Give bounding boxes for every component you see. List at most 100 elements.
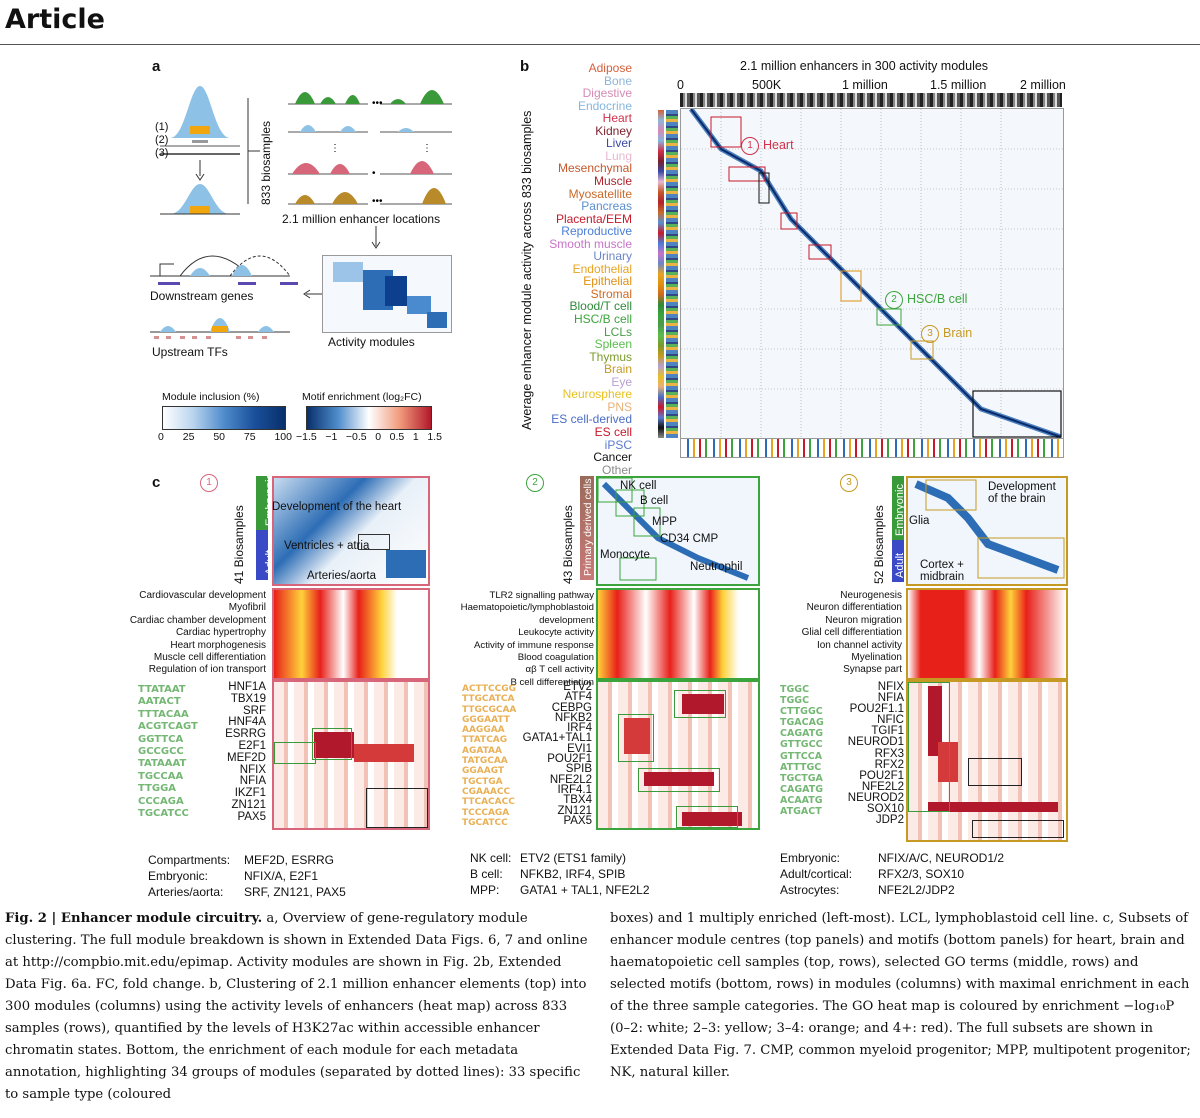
group-thymus: Thymus xyxy=(589,349,632,364)
x-tick-500k: 500K xyxy=(752,78,782,92)
group-urinary: Urinary xyxy=(593,249,632,264)
heart-motif-heatmap xyxy=(272,680,430,830)
cell xyxy=(972,820,1064,838)
heart-go-item: Muscle cell differentiation xyxy=(153,652,266,664)
brain-motif-item: NFIC xyxy=(877,714,904,727)
enhancer-count-strip xyxy=(680,93,1062,107)
group-pancreas: Pancreas xyxy=(581,199,632,214)
module-heatmap: 1 Heart 2 HSC/B cell 3 Brain xyxy=(680,108,1064,440)
upstream-tfs-label: Upstream TFs xyxy=(152,345,228,359)
heart-go-heatmap xyxy=(272,588,430,680)
heart-motif-item: TBX19 xyxy=(230,692,266,705)
heart-heatmap xyxy=(272,476,430,586)
cell xyxy=(682,812,742,826)
blood-go-item: Leukocyte activity xyxy=(518,627,594,639)
brain-go-item: Ion channel activity xyxy=(816,639,902,651)
svg-text:•••: ••• xyxy=(372,196,383,207)
brain-motif-item: JDP2 xyxy=(875,814,904,827)
panel-c-label: c xyxy=(152,474,161,491)
group-heart: Heart xyxy=(602,111,632,126)
summary-key: Arteries/aorta: xyxy=(148,885,224,899)
blood-motif-item: SPIB xyxy=(565,763,592,776)
brain-adult-band xyxy=(892,540,904,582)
heart-motif-item: NFIX xyxy=(239,763,266,776)
svg-text:•••: ••• xyxy=(372,98,383,109)
group-reproductive: Reproductive xyxy=(561,224,632,239)
group-brain: Brain xyxy=(603,362,632,377)
cell xyxy=(674,690,726,718)
heart-callout-dev: Development of the heart xyxy=(272,501,402,513)
panel-a-label: a xyxy=(152,58,161,75)
heart-motif-item: HNF1A xyxy=(228,681,266,693)
summary-key: Embryonic: xyxy=(148,869,209,883)
blood-go-item: αβ T cell activity xyxy=(525,664,594,676)
page-title: Article xyxy=(5,4,105,35)
marker-2: (2) xyxy=(155,134,169,146)
blood-go-item: TLR2 signalling pathway xyxy=(489,590,594,601)
cell xyxy=(908,682,950,812)
x-tick-0: 0 xyxy=(677,78,684,92)
heart-go-item: Cardiovascular development xyxy=(139,590,266,601)
summary-value: SRF, ZN121, PAX5 xyxy=(244,885,346,899)
cell xyxy=(682,694,724,714)
blood-go-item: Blood coagulation xyxy=(517,652,594,664)
blood-motif-item: ZN121 xyxy=(557,804,592,817)
blood-biosamples: 43 Biosamples xyxy=(561,505,575,584)
blood-callout-nk: NK cell xyxy=(620,480,657,492)
activity-modules-thumbnail xyxy=(322,255,452,333)
blood-motif-item: NFE2L2 xyxy=(549,773,592,786)
group-muscle: Muscle xyxy=(593,173,632,188)
header-rule xyxy=(0,44,1200,45)
cell xyxy=(938,742,958,782)
brain-callout-glia: Glia xyxy=(909,515,930,527)
cell xyxy=(618,714,654,762)
enhancer-locations-label: 2.1 million enhancer locations xyxy=(282,212,441,226)
heart-motif-item: MEF2D xyxy=(227,751,266,764)
tick: 1 xyxy=(412,431,419,443)
heart-callout-ventricles: Ventricles + atria xyxy=(284,540,370,552)
caption-right: boxes) and 1 multiply enriched (left-mos… xyxy=(610,911,1191,1080)
biosamples-label: 833 biosamples xyxy=(259,120,273,205)
brain-motif-item: POU2F1.1 xyxy=(849,703,904,716)
brain-callout-cortex: Cortex + midbrain xyxy=(920,559,965,583)
svg-text:⋮: ⋮ xyxy=(422,143,432,154)
group-lung: Lung xyxy=(605,148,632,163)
svg-text:⋮: ⋮ xyxy=(330,143,340,154)
group-blood-t-cell: Blood/T cell xyxy=(569,299,632,314)
group-colour-bar xyxy=(658,110,664,438)
legend-motif-title: Motif enrichment (log₂FC) xyxy=(302,391,422,403)
brain-biosamples: 52 Biosamples xyxy=(872,505,886,584)
blood-motif-item: EVI1 xyxy=(567,742,592,755)
tick: −1 xyxy=(325,431,338,443)
tick: 0.5 xyxy=(389,431,405,443)
marker-1: (1) xyxy=(155,121,169,133)
group-kidney: Kidney xyxy=(595,123,632,138)
blood-callout-mpp: MPP xyxy=(652,516,677,528)
marker-3: (3) xyxy=(155,147,169,159)
group-eye: Eye xyxy=(611,374,632,389)
blood-primary-label: Primary derived cells xyxy=(582,478,594,576)
group-myosatellite: Myosatellite xyxy=(568,186,632,201)
summary-key: Embryonic: xyxy=(780,851,841,865)
heart-go-item: Regulation of ion transport xyxy=(148,664,266,676)
tick: 50 xyxy=(213,431,225,443)
blood-motif-item: GATA1+TAL1 xyxy=(522,732,592,745)
tick: 25 xyxy=(182,431,195,443)
caption-left: Fig. 2 | Enhancer module circuitry. a, O… xyxy=(5,908,593,1106)
blood-callout-b: B cell xyxy=(640,495,669,507)
heart-arteries-block xyxy=(386,550,426,578)
heart-motif-item: PAX5 xyxy=(237,810,266,823)
blood-go-item: B cell differentiation xyxy=(510,676,594,688)
annotation-hsc: HSC/B cell xyxy=(907,292,968,306)
group-es-cell: ES cell xyxy=(594,424,632,439)
group-digestive: Digestive xyxy=(582,86,632,101)
heart-go-item: Heart morphogenesis xyxy=(170,639,266,651)
heart-motif-item: IKZF1 xyxy=(234,787,266,800)
brain-motif-item: RFX2 xyxy=(874,758,904,771)
